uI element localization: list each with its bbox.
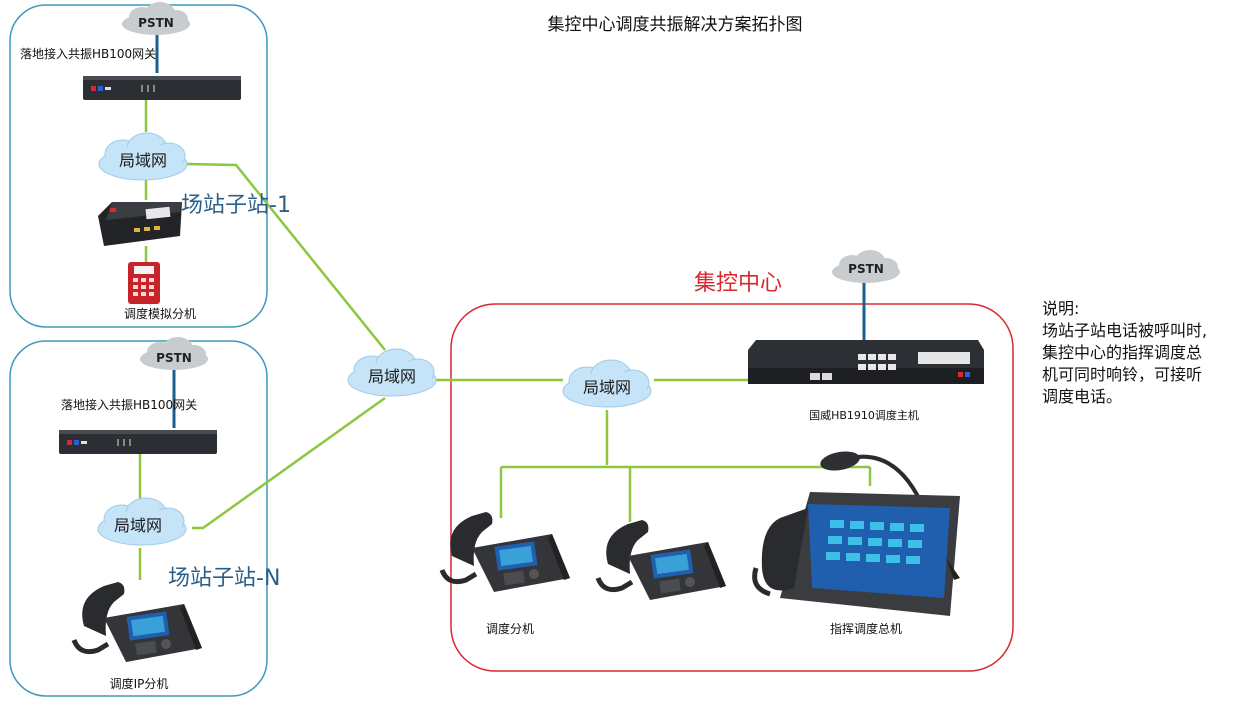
- lan-cloud-siten: 局域网: [97, 497, 187, 546]
- pstn-cloud-site1: PSTN: [122, 2, 190, 35]
- ext-label: 调度分机: [486, 621, 534, 636]
- dispatch-console-device: [752, 451, 960, 616]
- dispatch-host-device: [748, 340, 984, 384]
- phone-label-siten: 调度IP分机: [110, 676, 169, 691]
- site-1-boundary: [9, 4, 268, 328]
- note-line: 调度电话。: [1042, 387, 1123, 406]
- gateway-label-site1: 落地接入共振HB100网关: [20, 46, 156, 61]
- diagram-title: 集控中心调度共振解决方案拓扑图: [548, 15, 803, 35]
- lan-cloud-center: 局域网: [562, 359, 652, 408]
- svg-text:局域网: 局域网: [583, 378, 631, 397]
- svg-text:局域网: 局域网: [368, 367, 416, 386]
- gateway-device-site1: [83, 76, 241, 100]
- site-n-label: 场站子站-N: [168, 566, 280, 591]
- center-boundary: [450, 303, 1014, 672]
- lan-cloud-core: 局域网: [347, 348, 437, 397]
- analog-phone-device: [128, 262, 160, 304]
- console-label: 指挥调度总机: [830, 621, 902, 636]
- svg-text:PSTN: PSTN: [156, 351, 192, 365]
- host-label: 国威HB1910调度主机: [809, 408, 919, 422]
- note-line: 场站子站电话被呼叫时,: [1042, 321, 1208, 340]
- network-links: [138, 98, 872, 580]
- site-n-boundary: [9, 340, 268, 697]
- note-line: 集控中心的指挥调度总: [1042, 343, 1203, 362]
- gateway-device-siten: [59, 430, 217, 454]
- ip-phone-siten: [74, 582, 202, 662]
- svg-text:局域网: 局域网: [119, 151, 167, 170]
- pstn-cloud-siten: PSTN: [140, 337, 208, 370]
- site-1-label: 场站子站-1: [181, 193, 291, 218]
- note-heading: 说明:: [1042, 299, 1080, 318]
- center-label: 集控中心: [694, 271, 782, 296]
- gateway-label-siten: 落地接入共振HB100网关: [61, 397, 197, 412]
- pstn-cloud-center: PSTN: [832, 250, 900, 283]
- note-line: 机可同时响铃，可接听: [1042, 365, 1203, 384]
- analog-gateway-device: [98, 202, 182, 246]
- svg-text:PSTN: PSTN: [848, 262, 884, 276]
- explanation-note: 说明: 场站子站电话被呼叫时, 集控中心的指挥调度总 机可同时响铃，可接听 调度…: [1042, 298, 1242, 408]
- ext-phone-1: [442, 512, 570, 592]
- lan-cloud-site1: 局域网: [98, 132, 188, 181]
- phone-label-site1: 调度模拟分机: [124, 306, 196, 321]
- svg-text:PSTN: PSTN: [138, 16, 174, 30]
- ext-phone-2: [598, 520, 726, 600]
- svg-text:局域网: 局域网: [114, 516, 162, 535]
